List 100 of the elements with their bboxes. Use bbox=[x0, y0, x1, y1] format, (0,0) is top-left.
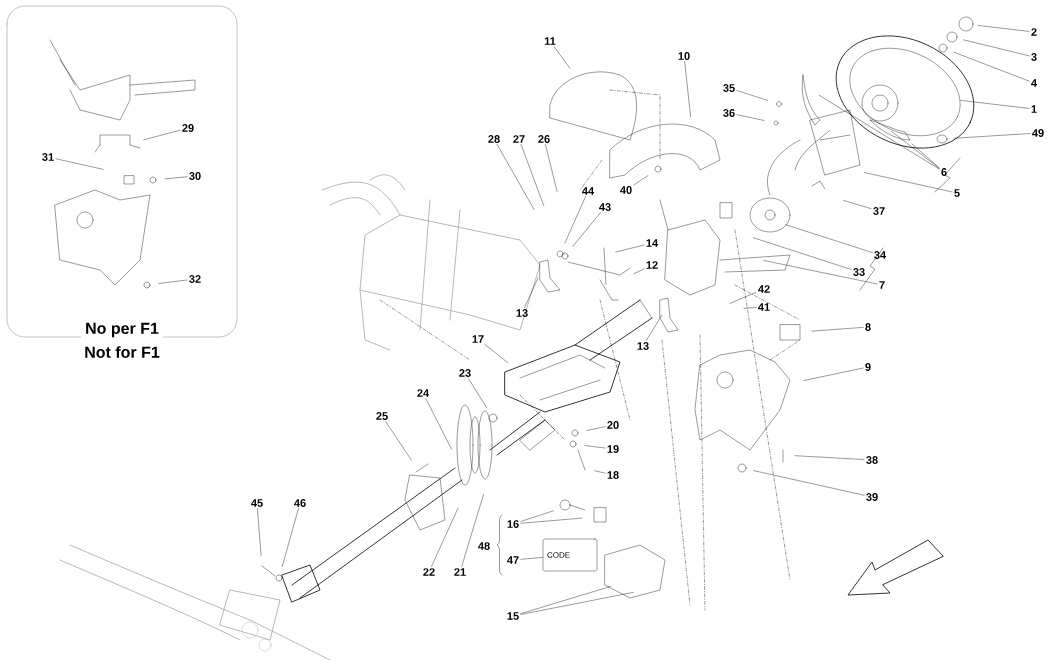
leader-line bbox=[431, 507, 459, 567]
leader-line bbox=[729, 292, 757, 304]
leader-line bbox=[594, 470, 606, 474]
callout-number: 37 bbox=[873, 207, 885, 215]
leader-line bbox=[794, 455, 865, 460]
leader-line bbox=[684, 61, 691, 118]
leader-line bbox=[520, 144, 545, 206]
callout-number: 31 bbox=[42, 153, 54, 161]
leader-line bbox=[257, 508, 262, 557]
callout-number: 27 bbox=[513, 135, 525, 143]
callout-number: 25 bbox=[376, 412, 388, 420]
leader-line bbox=[864, 172, 953, 193]
leader-line bbox=[461, 494, 484, 567]
leader-line bbox=[963, 39, 1030, 57]
leader-line bbox=[282, 508, 299, 567]
leader-line bbox=[572, 212, 601, 247]
callout-number: 35 bbox=[723, 84, 735, 92]
callout-number: 20 bbox=[607, 421, 619, 429]
leader-line bbox=[891, 131, 940, 169]
callout-number: 3 bbox=[1031, 53, 1037, 61]
leader-line bbox=[960, 100, 1030, 109]
leader-line bbox=[785, 224, 873, 253]
callout-number: 46 bbox=[294, 499, 306, 507]
callout-number: 41 bbox=[758, 303, 770, 311]
callout-number: 4 bbox=[1031, 79, 1037, 87]
leader-line bbox=[545, 144, 558, 192]
callout-number: 33 bbox=[853, 268, 865, 276]
callout-number: 15 bbox=[507, 612, 519, 620]
callout-number: 28 bbox=[488, 135, 500, 143]
leader-line bbox=[811, 327, 864, 332]
leader-line bbox=[803, 367, 864, 381]
caption-text: Not for F1 bbox=[80, 345, 164, 359]
leader-line bbox=[164, 176, 188, 180]
leader-line bbox=[425, 398, 452, 450]
leader-line bbox=[385, 421, 412, 461]
leader-line bbox=[633, 268, 645, 274]
leader-line bbox=[520, 510, 554, 522]
callout-number: 39 bbox=[866, 493, 878, 501]
leader-line bbox=[564, 196, 586, 244]
callout-number: 32 bbox=[189, 275, 201, 283]
callout-number: 14 bbox=[646, 239, 659, 247]
leader-line bbox=[497, 144, 535, 210]
callout-number: 19 bbox=[607, 445, 619, 453]
callout-number: 44 bbox=[582, 187, 595, 195]
callout-number: 2 bbox=[1031, 28, 1037, 36]
callout-number: 23 bbox=[459, 369, 471, 377]
callout-number: 22 bbox=[423, 568, 435, 576]
callout-number: 48 bbox=[478, 542, 490, 550]
leader-line bbox=[520, 517, 583, 524]
callout-number: 36 bbox=[723, 109, 735, 117]
leader-line bbox=[553, 46, 571, 69]
leader-line bbox=[843, 200, 872, 209]
callout-number: 38 bbox=[866, 456, 878, 464]
callout-number: 5 bbox=[954, 189, 960, 197]
leader-line bbox=[468, 378, 487, 408]
callout-number: 43 bbox=[599, 203, 611, 211]
callout-number: 8 bbox=[865, 323, 871, 331]
leader-line bbox=[753, 470, 865, 496]
callout-number: 12 bbox=[646, 261, 658, 269]
callout-number: 1 bbox=[1031, 105, 1037, 113]
callout-number: 47 bbox=[507, 556, 519, 564]
leader-line bbox=[753, 237, 852, 270]
leader-line bbox=[520, 586, 611, 614]
callout-number: 45 bbox=[251, 499, 263, 507]
leader-line bbox=[646, 315, 662, 341]
leader-line bbox=[819, 95, 940, 170]
leader-line bbox=[484, 344, 508, 363]
callout-number: 42 bbox=[758, 285, 770, 293]
leader-line bbox=[615, 244, 645, 253]
leader-line bbox=[743, 307, 757, 309]
callout-number: 30 bbox=[189, 172, 201, 180]
callout-number: 21 bbox=[454, 568, 466, 576]
callout-number: 18 bbox=[607, 471, 619, 479]
leader-line bbox=[158, 279, 188, 284]
leader-line bbox=[143, 129, 181, 141]
callout-number: 13 bbox=[516, 309, 528, 317]
leader-line bbox=[911, 143, 940, 169]
callout-number: 17 bbox=[472, 335, 484, 343]
callout-number: 24 bbox=[417, 389, 430, 397]
leader-line bbox=[524, 277, 539, 308]
callout-number: 11 bbox=[544, 37, 556, 45]
callout-number: 6 bbox=[941, 168, 947, 176]
leader-line bbox=[977, 25, 1030, 32]
callout-number: 16 bbox=[507, 520, 519, 528]
leader-line bbox=[736, 90, 768, 101]
code-card: CODE bbox=[542, 538, 598, 572]
leader-line bbox=[520, 557, 543, 560]
leader-line bbox=[954, 52, 1030, 82]
leader-line bbox=[736, 114, 765, 121]
callout-number: 49 bbox=[1032, 129, 1044, 137]
callout-number: 9 bbox=[865, 363, 871, 371]
callout-number: 40 bbox=[620, 186, 632, 194]
callout-number: 26 bbox=[538, 135, 550, 143]
leader-line bbox=[633, 175, 649, 186]
callout-number: 34 bbox=[874, 251, 887, 259]
callout-number: 29 bbox=[182, 124, 194, 132]
leader-line bbox=[55, 158, 104, 170]
callout-number: 13 bbox=[637, 342, 649, 350]
callout-number: 10 bbox=[678, 52, 690, 60]
caption-text: No per F1 bbox=[81, 321, 163, 339]
